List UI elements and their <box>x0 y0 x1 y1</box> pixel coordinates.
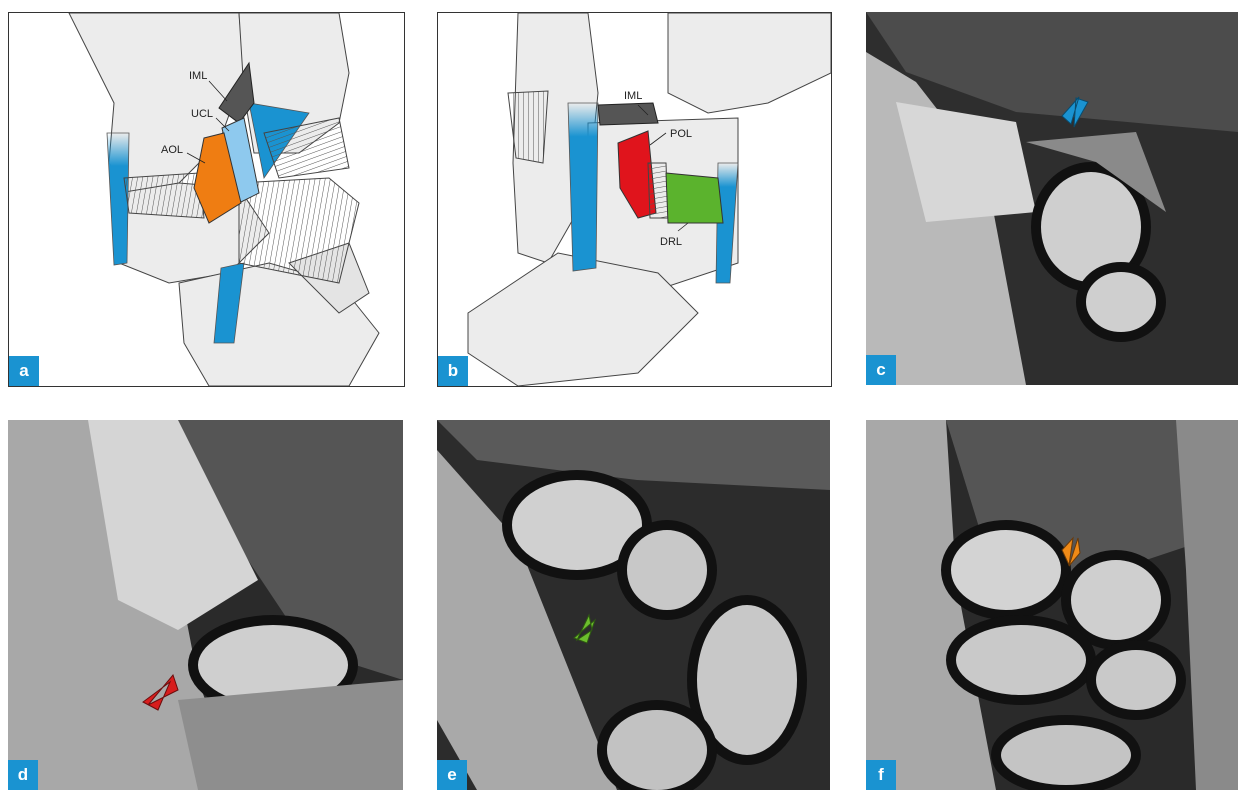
ligament-gray <box>648 163 668 218</box>
ankle-posterior-illustration: IML POL DRL <box>438 13 831 386</box>
panel-b-illustration: IML POL DRL b <box>437 12 832 387</box>
tendon-left-blue <box>107 133 129 265</box>
panel-b-tag: b <box>438 356 468 386</box>
panel-c-mri: c <box>866 12 1238 385</box>
ligament-gray <box>124 173 204 218</box>
panel-f-tag: f <box>866 760 896 790</box>
mri-image-e <box>437 420 830 790</box>
label-iml: IML <box>624 90 642 102</box>
panel-a-illustration: IML UCL AOL a <box>8 12 405 387</box>
tendon-center-blue <box>568 103 598 271</box>
panel-c-tag: c <box>866 355 896 385</box>
label-drl: DRL <box>660 236 682 248</box>
label-pol: POL <box>670 128 692 140</box>
label-ucl: UCL <box>191 108 213 120</box>
panel-e-tag: e <box>437 760 467 790</box>
panel-a-tag: a <box>9 356 39 386</box>
iml-ligament <box>598 103 658 125</box>
bone-shape <box>668 13 831 113</box>
label-aol: AOL <box>161 144 183 156</box>
mri-image-f <box>866 420 1238 790</box>
panel-f-mri: f <box>866 420 1238 790</box>
drl-ligament <box>666 173 723 223</box>
mri-image-d <box>8 420 403 790</box>
ankle-lateral-illustration: IML UCL AOL <box>9 13 404 386</box>
panel-d-mri: d <box>8 420 403 790</box>
panel-d-tag: d <box>8 760 38 790</box>
panel-e-mri: e <box>437 420 830 790</box>
mri-image-c <box>866 12 1238 385</box>
label-iml: IML <box>189 70 207 82</box>
